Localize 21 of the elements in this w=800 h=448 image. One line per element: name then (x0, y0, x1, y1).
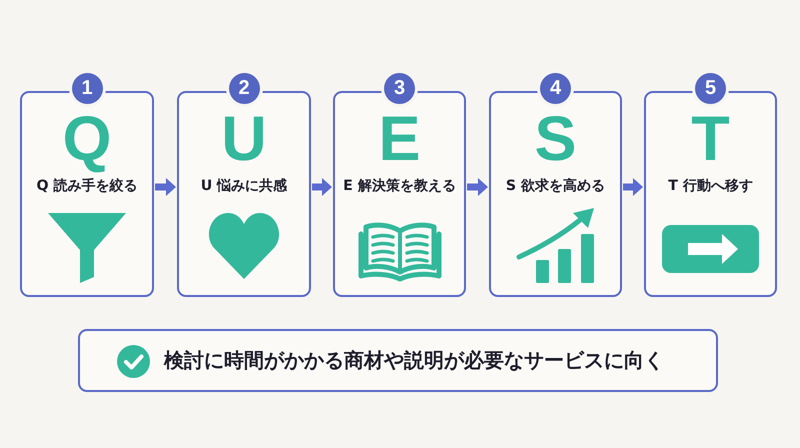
step-number: 4 (540, 73, 571, 104)
step-title: Q 読み手を絞る (36, 177, 138, 196)
step-letter: T (691, 108, 730, 170)
step-number: 3 (384, 73, 415, 104)
arrow (467, 178, 488, 196)
arrow (155, 178, 176, 196)
step-letter: S (534, 108, 577, 170)
arrow (312, 178, 332, 196)
step-number: 1 (72, 73, 102, 104)
note-text: 検討に時間がかかる商材や説明が必要なサービスに向く (164, 347, 664, 373)
step-letter: E (378, 108, 421, 170)
step-title: E 解決策を教える (343, 177, 456, 196)
step-letter: U (221, 108, 267, 170)
step-title: U 悩みに共感 (200, 177, 288, 196)
step-number: 5 (695, 73, 726, 104)
step-title: S 欲求を高める (506, 176, 606, 196)
step-letter: Q (62, 108, 112, 170)
step-number: 2 (228, 73, 260, 104)
step-title: T 行動へ移す (668, 177, 753, 196)
arrow (623, 178, 643, 196)
note-box (78, 329, 718, 392)
